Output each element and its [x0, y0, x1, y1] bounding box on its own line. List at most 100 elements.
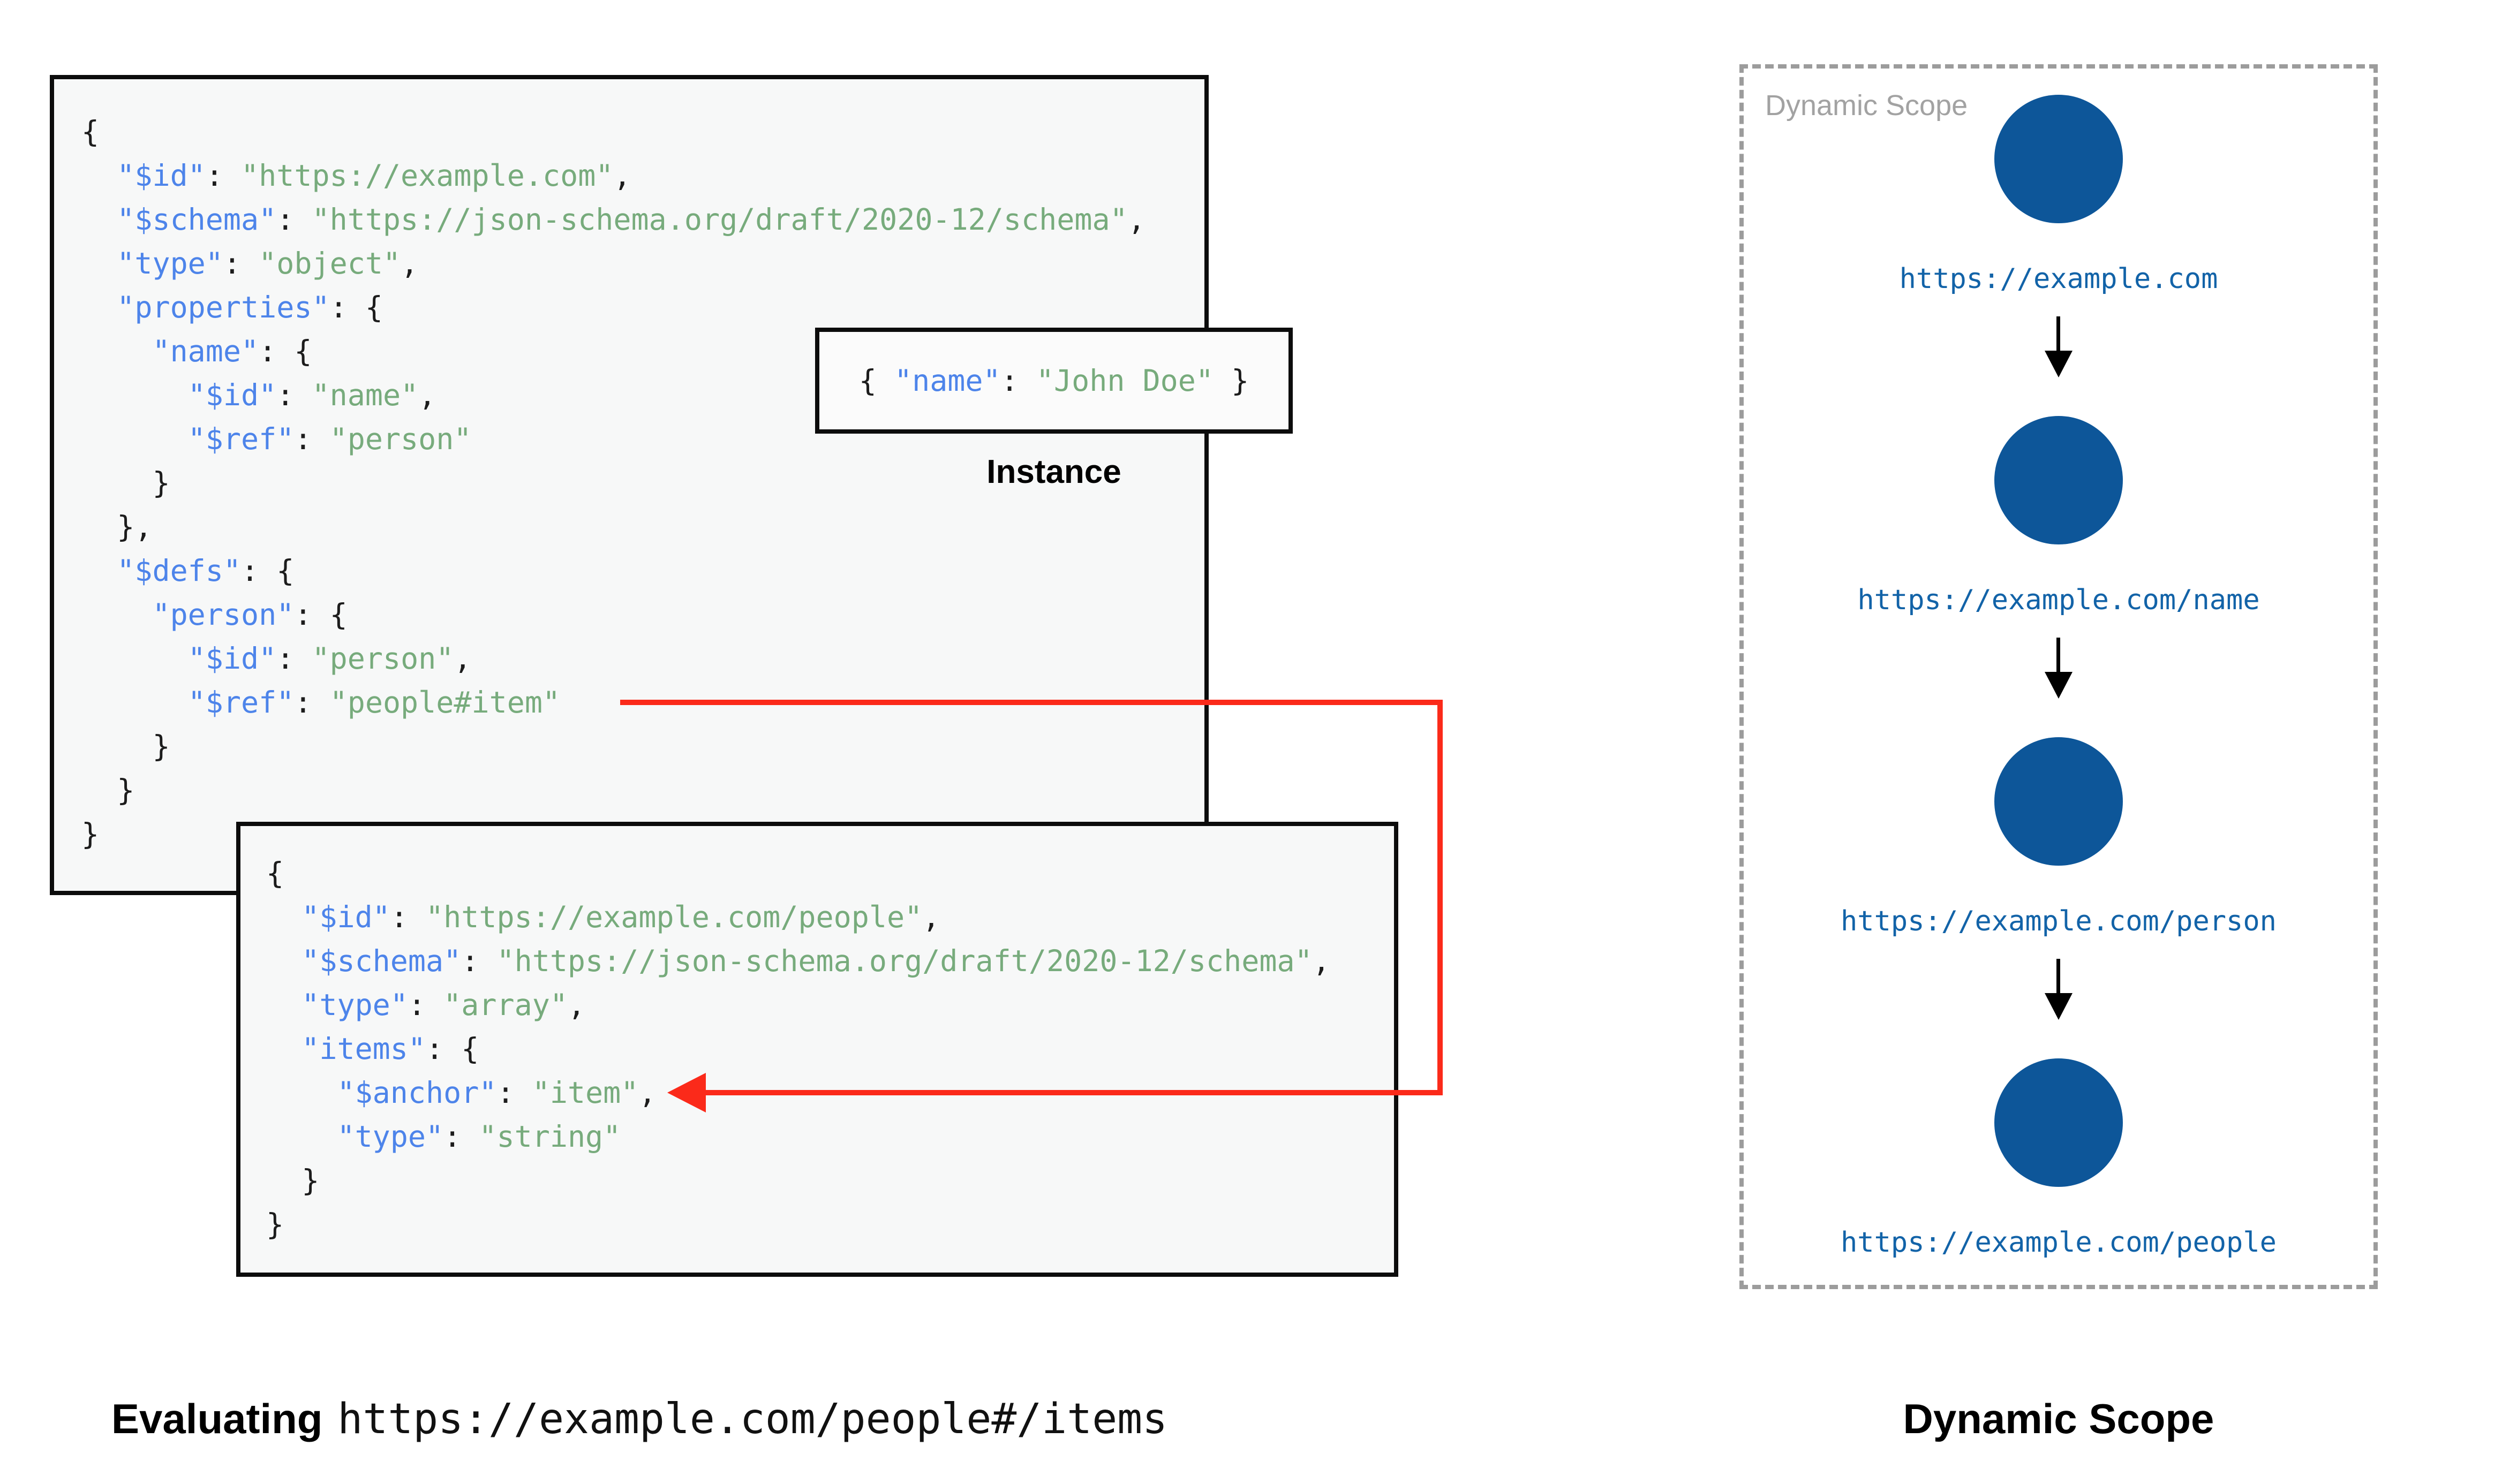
json-string: "person": [312, 641, 454, 676]
json-string: "https://example.com/people": [426, 900, 923, 934]
outer-schema-panel: { "$id": "https://example.com", "$schema…: [50, 75, 1209, 895]
scope-node-group: https://example.com/name: [1857, 377, 2260, 699]
code-line: "$schema": "https://json-schema.org/draf…: [266, 939, 1330, 983]
json-punctuation: :: [443, 1119, 479, 1154]
json-punctuation: :: [294, 685, 330, 720]
json-punctuation: },: [81, 510, 153, 544]
code-line: "type": "array",: [266, 983, 1330, 1027]
json-punctuation: [266, 988, 302, 1022]
code-line: "$id": "person",: [81, 637, 1146, 680]
scope-node-circle: [1994, 1058, 2123, 1187]
code-line: "$anchor": "item",: [266, 1071, 1330, 1115]
json-punctuation: ,: [922, 900, 940, 934]
scope-node-url: https://example.com: [1899, 263, 2218, 295]
code-line: "$ref": "people#item": [81, 680, 1146, 724]
json-punctuation: {: [81, 115, 100, 149]
json-key: "items": [302, 1032, 426, 1066]
scope-node-url: https://example.com/people: [1841, 1226, 2277, 1259]
scope-node-group: https://example.com/person: [1841, 699, 2277, 1020]
ref-connector-bottom-segment: [703, 1090, 1443, 1095]
json-punctuation: :: [461, 944, 497, 978]
json-punctuation: [81, 554, 117, 588]
json-punctuation: [81, 246, 117, 281]
json-key: "type": [117, 246, 223, 281]
scope-node-url: https://example.com/name: [1857, 584, 2260, 616]
json-punctuation: :: [205, 158, 242, 193]
code-line: }: [81, 461, 1146, 505]
code-line: {: [81, 110, 1146, 154]
json-key: "$schema": [302, 944, 462, 978]
json-key: "properties": [117, 290, 330, 324]
scope-node-group: https://example.com: [1900, 95, 2218, 377]
code-line: "$id": "https://example.com",: [81, 154, 1146, 198]
json-string: "https://example.com": [241, 158, 614, 193]
json-punctuation: }: [1214, 364, 1249, 398]
json-key: "$ref": [187, 685, 295, 720]
code-line: "person": {: [81, 593, 1146, 637]
json-key: "$id": [187, 641, 277, 676]
down-arrow-head: [2044, 351, 2073, 377]
json-string: "item": [532, 1076, 639, 1110]
outer-schema-code: { "$id": "https://example.com", "$schema…: [81, 110, 1146, 856]
json-punctuation: [266, 944, 302, 978]
down-arrow-head: [2044, 672, 2073, 699]
json-punctuation: : {: [329, 290, 383, 324]
json-punctuation: : {: [241, 554, 295, 588]
json-string: "array": [443, 988, 568, 1022]
json-punctuation: }: [266, 1163, 320, 1198]
down-arrow-head: [2044, 993, 2073, 1020]
json-punctuation: :: [390, 900, 426, 934]
json-punctuation: ,: [638, 1076, 657, 1110]
json-key: "person": [152, 597, 295, 632]
evaluating-label: Evaluating: [111, 1395, 323, 1442]
json-punctuation: :: [223, 246, 259, 281]
json-punctuation: }: [81, 729, 170, 763]
json-punctuation: [266, 1076, 337, 1110]
json-punctuation: :: [276, 641, 312, 676]
json-punctuation: }: [81, 466, 170, 500]
scope-node-circle: [1994, 737, 2123, 866]
code-line: "items": {: [266, 1027, 1330, 1071]
json-punctuation: ,: [567, 988, 586, 1022]
code-line: }: [81, 768, 1146, 812]
json-punctuation: [81, 334, 152, 368]
json-key: "$id": [302, 900, 390, 934]
evaluating-url: https://example.com/people#/items: [337, 1395, 1168, 1443]
code-line: "$ref": "person": [81, 417, 1146, 461]
json-punctuation: {: [858, 364, 894, 398]
json-punctuation: ,: [418, 378, 436, 412]
json-string: "name": [312, 378, 419, 412]
json-string: "https://json-schema.org/draft/2020-12/s…: [312, 202, 1128, 237]
code-line: }: [81, 724, 1146, 768]
down-arrow-shaft: [2056, 959, 2061, 993]
json-key: "$schema": [117, 202, 277, 237]
dynamic-scope-caption: Dynamic Scope: [1903, 1395, 2214, 1442]
json-punctuation: [81, 158, 117, 193]
json-punctuation: ,: [401, 246, 419, 281]
instance-code: { "name": "John Doe" }: [859, 359, 1249, 403]
json-key: "$ref": [187, 422, 295, 456]
down-arrow-shaft: [2056, 638, 2061, 672]
down-arrow-icon: [2044, 316, 2073, 377]
json-punctuation: ,: [613, 158, 631, 193]
json-string: "https://json-schema.org/draft/2020-12/s…: [496, 944, 1313, 978]
json-punctuation: [266, 900, 302, 934]
instance-caption: Instance: [986, 453, 1121, 490]
json-punctuation: [81, 422, 188, 456]
scope-node-group: https://example.com/people: [1841, 1020, 2277, 1260]
down-arrow-icon: [2044, 959, 2073, 1020]
json-key: "$anchor": [337, 1076, 497, 1110]
code-line: "$id": "name",: [81, 373, 1146, 417]
evaluating-caption: Evaluating https://example.com/people#/i…: [111, 1392, 1167, 1446]
json-string: "string": [479, 1119, 621, 1154]
json-punctuation: :: [294, 422, 330, 456]
json-punctuation: :: [1000, 364, 1036, 398]
json-key: "$id": [117, 158, 206, 193]
json-string: "object": [259, 246, 401, 281]
code-line: "properties": {: [81, 285, 1146, 329]
json-punctuation: [81, 202, 117, 237]
json-punctuation: [81, 641, 188, 676]
code-line: }: [266, 1202, 1330, 1246]
scope-node-url: https://example.com/person: [1841, 905, 2277, 937]
